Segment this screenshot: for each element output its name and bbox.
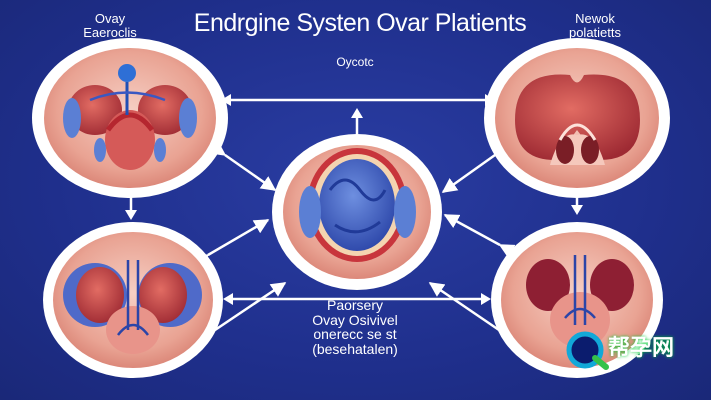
ellipse-top-right	[484, 38, 670, 198]
ellipse-top-left	[32, 38, 228, 198]
center-bottom-label: Paorsery Ovay Osivivel onerecc se st (be…	[270, 298, 440, 357]
watermark-text: 帮孕网	[608, 336, 675, 361]
center-top-label: Oycotc	[336, 55, 374, 69]
arrow-right-down	[571, 196, 583, 215]
ellipse-bottom-right	[491, 222, 663, 378]
arrow-top-horizontal	[221, 94, 495, 106]
center-bottom-label-line-1: Paorsery	[326, 297, 384, 313]
top-right-label-line-2: polatietts	[568, 24, 622, 40]
center-bottom-label-line-4: (besehatalen)	[312, 341, 398, 358]
top-left-label-line-2: Eaeroclis	[83, 24, 137, 40]
center-bottom-label-line-3: onerecc se st	[313, 326, 397, 343]
ellipse-bottom-left	[43, 222, 223, 378]
ellipse-center	[272, 134, 442, 290]
diagram-title: Endrgine Systen Ovar Platients	[193, 9, 527, 37]
arrow-diagonals	[192, 141, 516, 332]
top-right-label: Newok polatietts	[540, 12, 650, 39]
arrow-left-down	[125, 196, 137, 220]
arrow-bottom-horizontal	[223, 293, 491, 305]
top-right-label-line-1: Newok	[575, 11, 615, 26]
arrow-center-up	[351, 108, 363, 136]
top-left-label: Ovay Eaeroclis	[55, 12, 165, 39]
center-bottom-label-line-2: Ovay Osivivel	[312, 311, 398, 328]
watermark-logo-icon	[566, 331, 609, 370]
top-left-label-line-1: Ovay	[94, 11, 126, 26]
